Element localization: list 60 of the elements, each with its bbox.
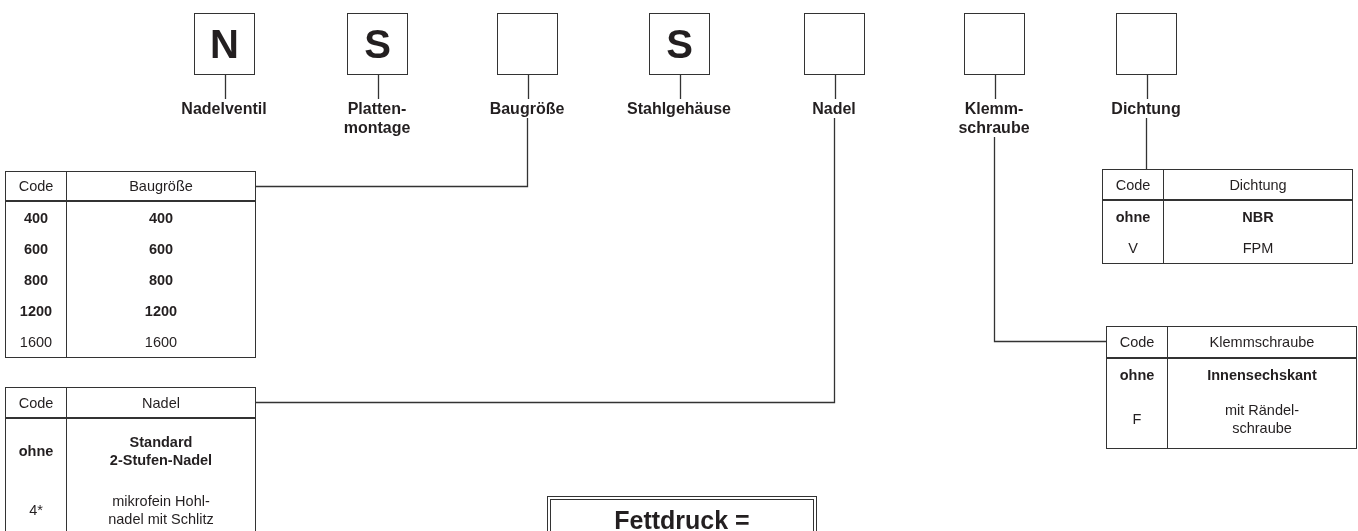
option-value: 1600 [144, 332, 178, 351]
leader-line [993, 136, 1107, 343]
leader-line [834, 74, 837, 100]
option-value: NBR [1242, 207, 1274, 226]
code-box: N [194, 13, 255, 75]
option-value: mit Rändel- schraube [1223, 401, 1301, 437]
column-header: Code [1119, 333, 1155, 351]
code-box [1116, 13, 1177, 75]
option-value: FPM [1242, 238, 1274, 257]
leader-line [1145, 117, 1148, 170]
column-header: Nadel [142, 393, 180, 412]
code-table [5, 387, 256, 531]
code-table [1106, 326, 1357, 449]
code-value: 1200 [19, 301, 53, 320]
column-header: Klemmschraube [1209, 333, 1315, 351]
leader-line [224, 74, 227, 100]
code-box [497, 13, 558, 75]
option-value: Standard 2-Stufen-Nadel [108, 432, 214, 469]
segment-label: Platten- montage [336, 99, 418, 137]
column-header: Baugröße [129, 177, 193, 195]
code-table [1102, 169, 1353, 264]
code-value: ohne [18, 441, 54, 460]
leader-line [255, 117, 529, 188]
option-value: mikrofein Hohl- nadel mit Schlitz [107, 492, 215, 528]
code-value: 400 [23, 208, 49, 227]
leader-line [255, 117, 836, 404]
code-table [5, 171, 256, 358]
segment-label: Klemm- schraube [953, 99, 1035, 137]
code-value: ohne [1115, 207, 1151, 226]
column-header: Dichtung [1229, 175, 1287, 194]
code-box [804, 13, 865, 75]
leader-line [994, 74, 997, 100]
option-value: 600 [148, 239, 174, 258]
code-value: ohne [1119, 365, 1155, 384]
segment-label: Nadel [812, 99, 856, 118]
column-header: Code [1115, 175, 1151, 194]
code-value: 4* [29, 501, 43, 519]
code-value: 1600 [19, 332, 53, 351]
segment-label: Baugröße [489, 99, 565, 118]
code-value: F [1132, 410, 1142, 428]
option-value: Innensechskant [1207, 365, 1317, 384]
code-box: S [649, 13, 710, 75]
column-header: Code [18, 393, 54, 412]
leader-line [527, 74, 530, 100]
code-box [964, 13, 1025, 75]
leader-line [377, 74, 380, 100]
code-box: S [347, 13, 408, 75]
option-value: 1200 [144, 301, 178, 320]
code-value: 800 [23, 270, 49, 289]
option-value: 400 [148, 208, 174, 227]
leader-line [1146, 74, 1149, 100]
option-value: 800 [148, 270, 174, 289]
leader-line [679, 74, 682, 100]
segment-label: Nadelventil [181, 99, 267, 118]
segment-label: Stahlgehäuse [627, 99, 731, 118]
column-header: Code [18, 177, 54, 195]
code-value: V [1128, 238, 1138, 257]
note-box: Fettdruck = [547, 496, 817, 531]
segment-label: Dichtung [1111, 99, 1181, 118]
code-value: 600 [23, 239, 49, 258]
